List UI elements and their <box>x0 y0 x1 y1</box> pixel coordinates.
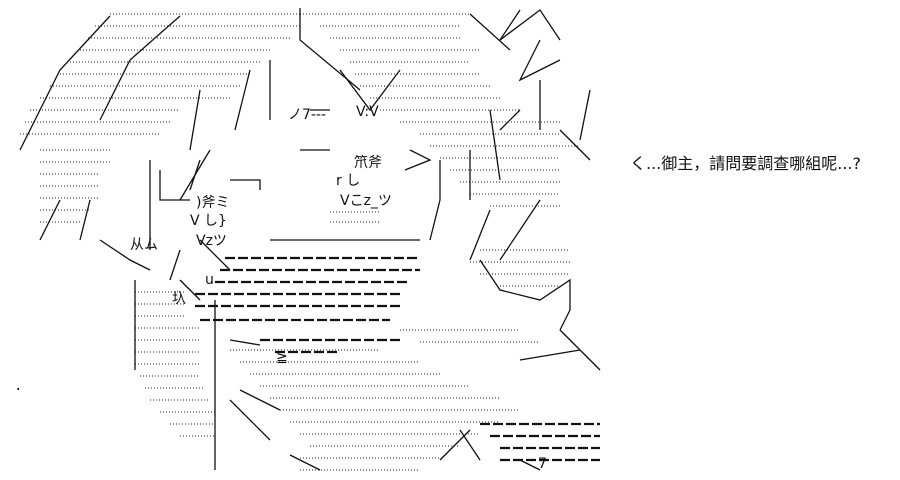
stray-mark: . <box>14 378 23 394</box>
art-label-mouth: ノ7--- <box>288 107 327 123</box>
ascii-art-character: ノ7--- V:V 笊斧 )斧ミ r し Vこz_ツ Vzツ V し} 从ム u… <box>19 8 601 472</box>
art-label-vz-2: Vzツ <box>196 233 227 249</box>
art-label-brow: V:V <box>356 104 379 120</box>
ascii-art-drawing <box>19 8 601 471</box>
dialogue-text: く...御主，請問要調查哪組呢...? <box>630 154 862 173</box>
art-label-jyu: 从ム <box>130 237 158 253</box>
art-label-ge: ≧ <box>276 350 288 366</box>
hair-dots <box>20 13 580 471</box>
art-label-u: u <box>205 272 214 288</box>
art-label-ji: 圦 <box>172 291 186 307</box>
art-label-kanji-top: 笊斧 <box>354 155 382 171</box>
art-label-r-shi: r し <box>336 173 361 189</box>
art-label-v-shi: V し} <box>190 213 227 229</box>
art-label-seven: 7 <box>538 456 547 472</box>
hair-strands <box>19 8 601 471</box>
art-label-vz-1: Vこz_ツ <box>340 193 392 209</box>
art-label-kanji-left: )斧ミ <box>196 195 230 211</box>
collar-bars <box>195 256 600 462</box>
